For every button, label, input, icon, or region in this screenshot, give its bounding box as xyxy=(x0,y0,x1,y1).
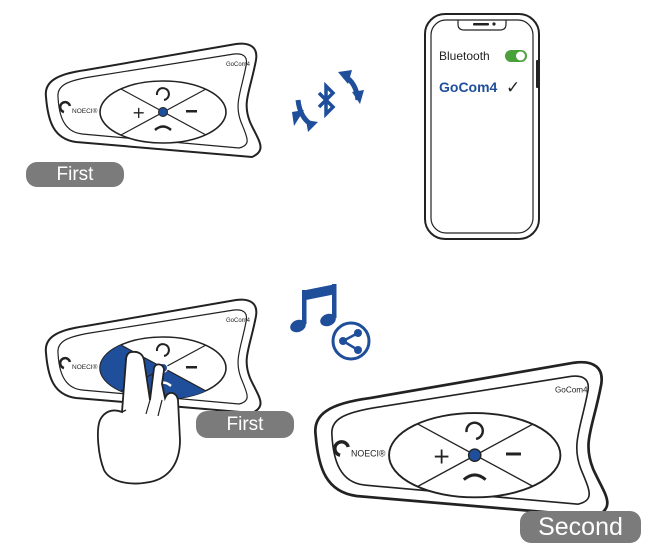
step-first-badge: First xyxy=(26,162,124,187)
minus-icon xyxy=(506,452,521,456)
voice-command-icon xyxy=(155,343,170,357)
device-top: GoCom4 NOECI® + xyxy=(44,42,262,158)
brand-logo: NOECI® xyxy=(58,100,98,115)
bluetooth-toggle[interactable] xyxy=(505,50,527,62)
phone-icon xyxy=(154,125,172,131)
step-first-badge-2: First xyxy=(196,411,294,438)
arrow-down-left-icon xyxy=(292,99,318,132)
bluetooth-pairing-arrows xyxy=(292,70,364,132)
device-bottom-right: GoCom4 NOECI® + xyxy=(313,360,609,518)
plus-icon: + xyxy=(132,103,145,122)
minus-icon xyxy=(186,110,197,113)
control-pad: + xyxy=(99,80,227,144)
hand-icon xyxy=(97,350,181,485)
phone-icon xyxy=(462,473,487,481)
brand-label: NOECI® xyxy=(351,449,386,459)
device-model-label: GoCom4 xyxy=(226,62,251,68)
brand-logo: NOECI® xyxy=(58,356,98,371)
music-note-icon xyxy=(290,284,337,333)
control-pad: + xyxy=(388,412,562,499)
voice-command-icon xyxy=(155,87,170,101)
smartphone: Bluetooth GoCom4 ✓ xyxy=(424,13,540,240)
center-led xyxy=(467,448,482,463)
brand-logo: NOECI® xyxy=(333,440,386,459)
arrow-up-right-icon xyxy=(338,70,364,104)
voice-command-icon xyxy=(465,421,485,441)
device-model-label: GoCom4 xyxy=(226,318,251,324)
plus-icon: + xyxy=(433,444,451,469)
checkmark-icon: ✓ xyxy=(506,78,520,98)
paired-device-label[interactable]: GoCom4 xyxy=(439,79,498,95)
brand-label: NOECI® xyxy=(72,107,98,115)
brand-label: NOECI® xyxy=(72,363,98,371)
device-model-label: GoCom4 xyxy=(555,386,588,395)
share-icon xyxy=(331,321,371,361)
bluetooth-setting-label: Bluetooth xyxy=(439,49,490,63)
step-second-badge: Second xyxy=(520,511,641,543)
bluetooth-icon xyxy=(317,81,336,119)
minus-icon xyxy=(186,366,197,369)
center-led xyxy=(158,107,168,117)
